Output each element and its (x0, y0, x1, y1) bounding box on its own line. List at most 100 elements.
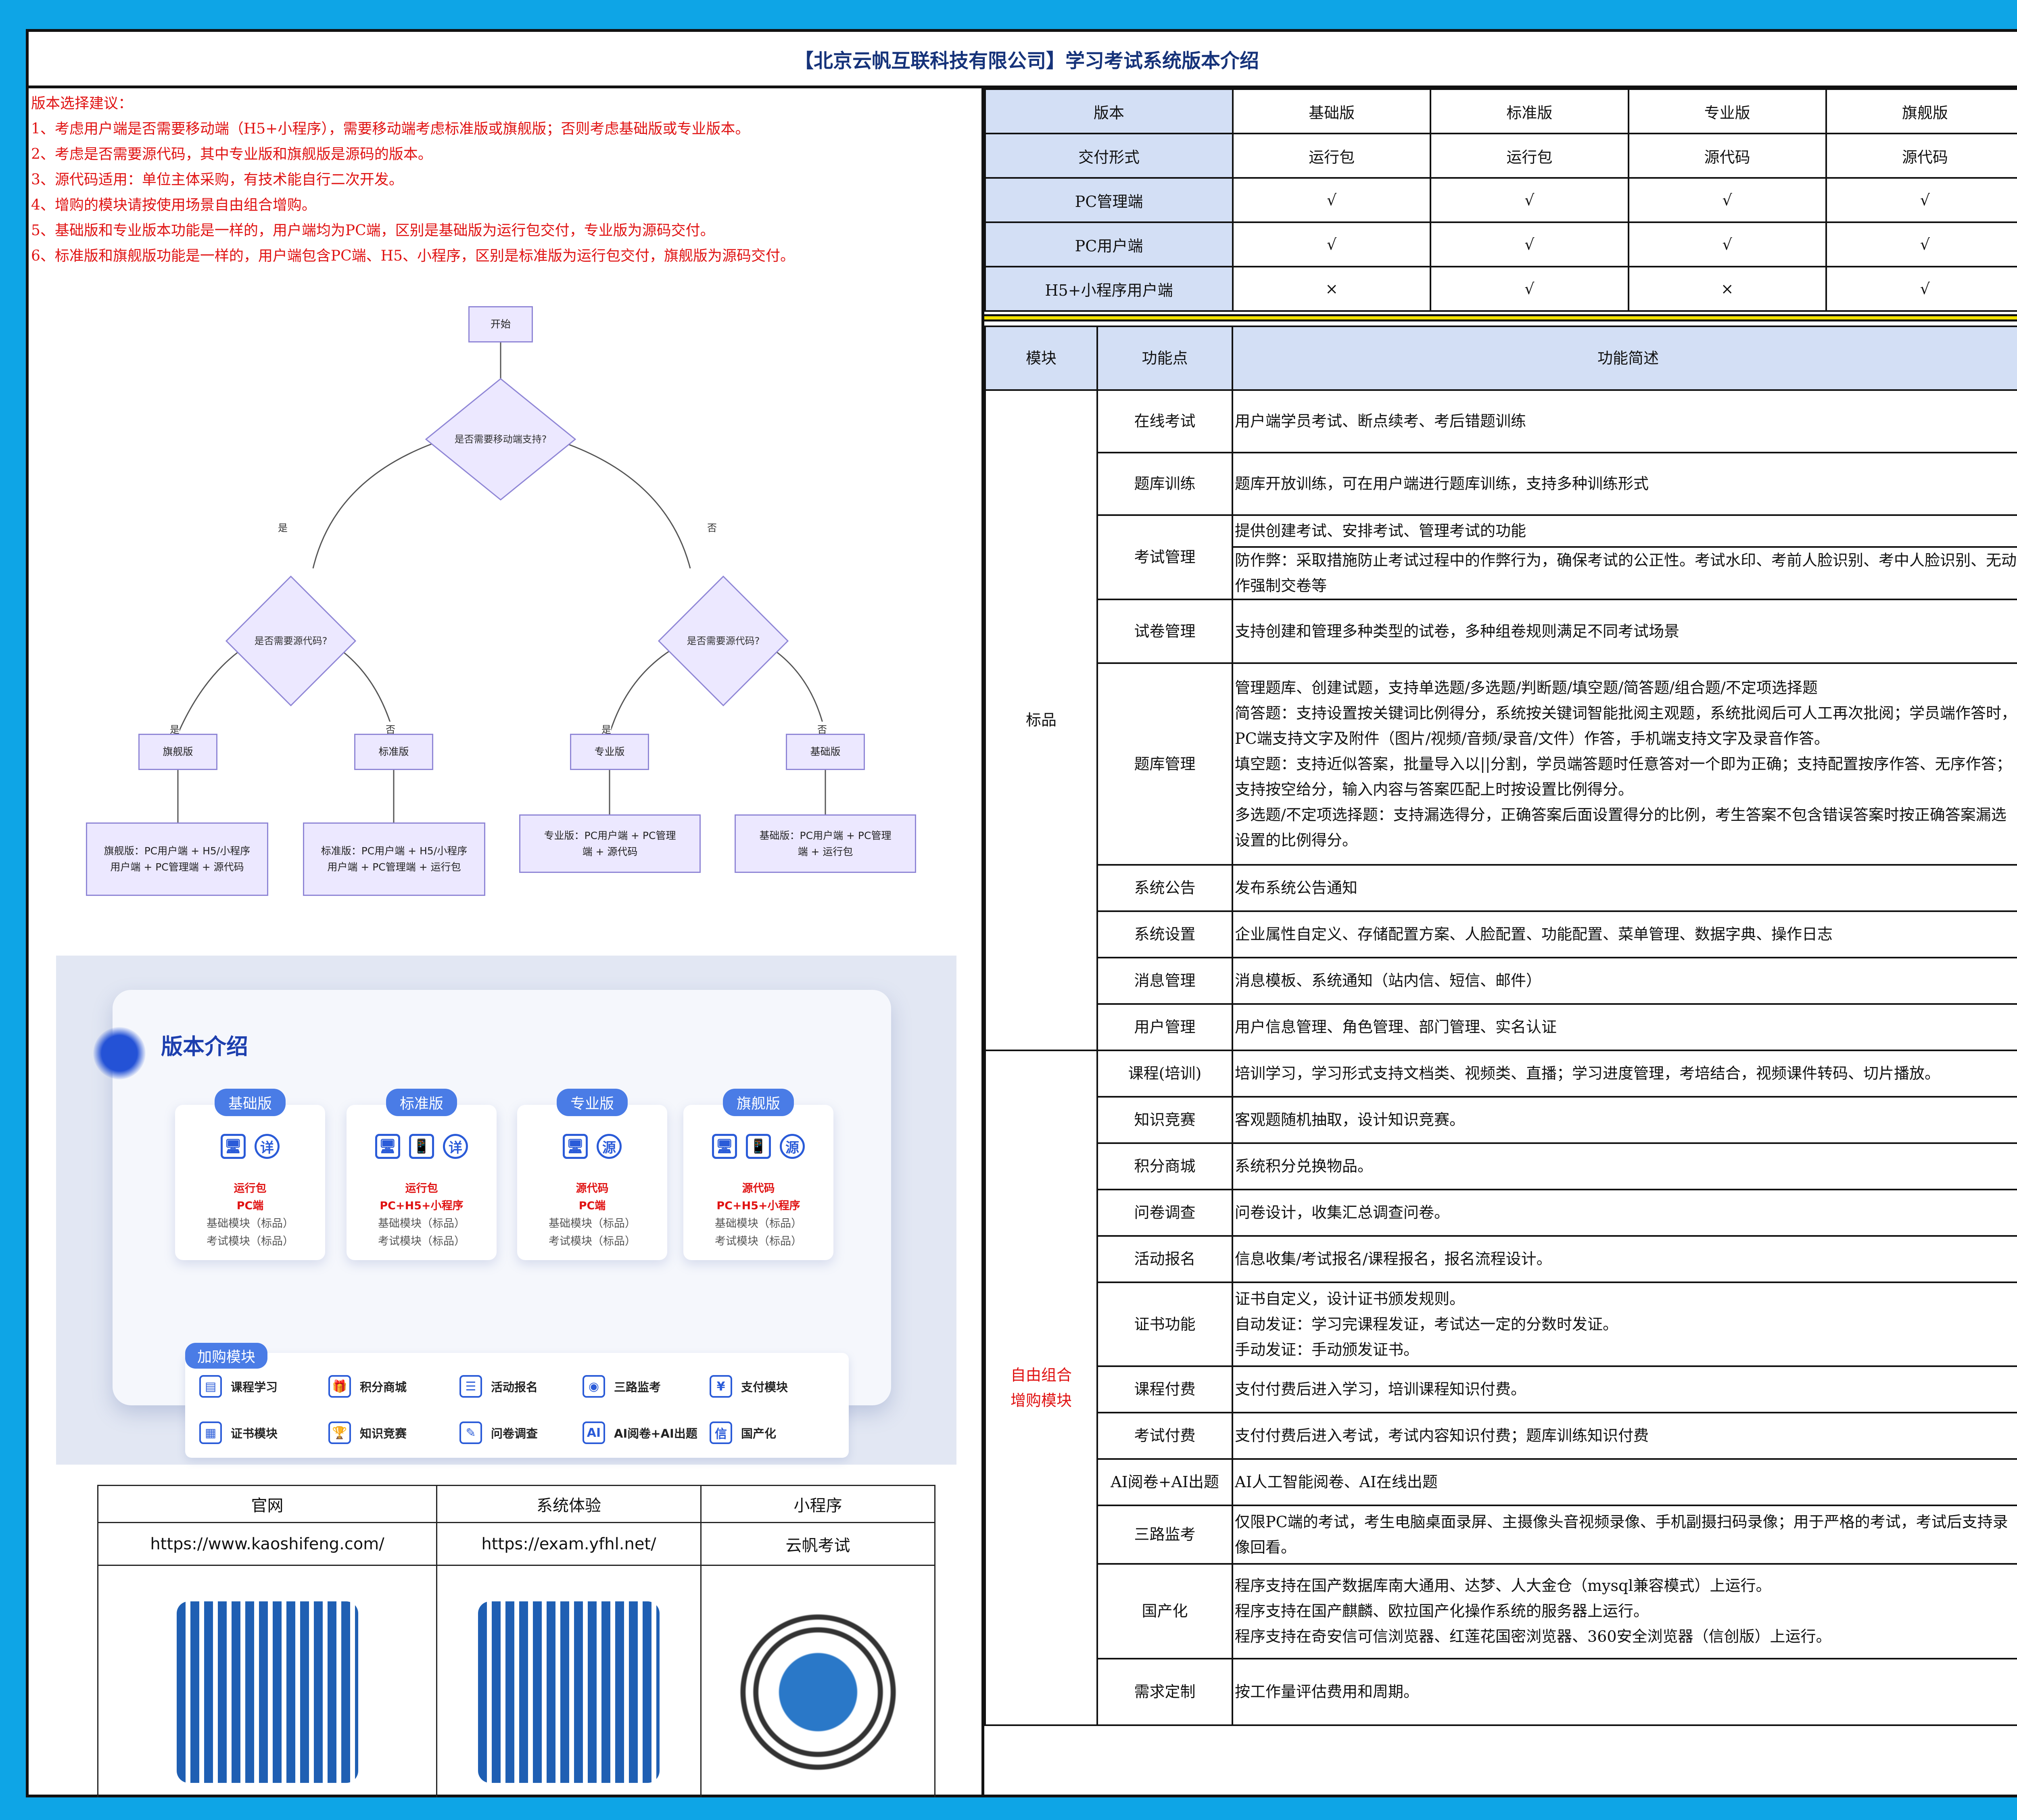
edition-delivery: 源代码 (576, 1182, 609, 1195)
certificate-icon: ▦ (199, 1421, 222, 1444)
addon-proctoring: ◉三路监考 (583, 1375, 661, 1398)
description-line: 按工作量评估费用和周期。 (1235, 1683, 1419, 1701)
advice-line: 2、考虑是否需要源代码，其中专业版和旗舰版是源码的版本。 (31, 146, 432, 163)
feature-row: 国产化程序支持在国产数据库南大通用、达梦、人大金仓（mysql兼容模式）上运行。… (985, 1563, 2017, 1659)
promo-card: 版本介绍 基础版 🖥详 运行包 PC端 基础模块（标品） 考试模块（标品） 标准… (93, 990, 891, 1405)
edition-module: 考试模块（标品） (378, 1235, 465, 1248)
description-line: 支持创建和管理多种类型的试卷，多种组卷规则满足不同考试场景 (1235, 622, 1680, 640)
website-qr-code[interactable] (176, 1601, 358, 1783)
flow-node-basic: 基础版 (786, 734, 865, 770)
description-line: 培训学习，学习形式支持文档类、视频类、直播；学习进度管理，考培结合，视频课件转码… (1235, 1064, 1940, 1082)
feature-row: 试卷管理支持创建和管理多种类型的试卷，多种组卷规则满足不同考试场景 (985, 599, 2017, 664)
promo-title: 版本介绍 (161, 1034, 248, 1059)
feature-point: 三路监考 (1096, 1505, 1233, 1565)
edition-module: 考试模块（标品） (207, 1235, 294, 1248)
feature-description: 支付付费后进入考试，考试内容知识付费；题库训练知识付费 (1232, 1412, 2017, 1460)
addon-localization: 信国产化 (710, 1421, 776, 1444)
miniprogram-code[interactable] (727, 1601, 909, 1783)
edition-client: PC端 (236, 1200, 264, 1212)
flow-node-professional: 专业版 (570, 734, 649, 770)
camera-icon: ◉ (583, 1375, 605, 1398)
demo-qr-code[interactable] (478, 1601, 660, 1783)
description-line: 客观题随机抽取，设计知识竞赛。 (1235, 1111, 1465, 1129)
addon-event-signup: ☰活动报名 (459, 1375, 538, 1398)
pencil-icon: ✎ (459, 1421, 482, 1444)
links-header-website: 官网 (97, 1485, 437, 1523)
feature-row: 问卷调查问卷设计，收集汇总调查问卷。 (985, 1189, 2017, 1237)
feature-row: 考试管理提供创建考试、安排考试、管理考试的功能 (985, 514, 2017, 600)
edition-client: PC端 (578, 1200, 606, 1212)
description-line: 支付付费后进入考试，考试内容知识付费；题库训练知识付费 (1235, 1427, 1649, 1444)
feature-point: 需求定制 (1096, 1658, 1233, 1726)
edition-module: 基础模块（标品） (207, 1217, 294, 1230)
feature-point: 积分商城 (1096, 1142, 1233, 1190)
edition-client: PC+H5+小程序 (380, 1200, 464, 1212)
feature-description: 问卷设计，收集汇总调查问卷。 (1232, 1189, 2017, 1237)
feature-description: 消息模板、系统通知（站内信、短信、邮件） (1232, 957, 2017, 1005)
column-divider (981, 88, 984, 1797)
addon-certificate: ▦证书模块 (199, 1421, 278, 1444)
ai-icon: AI (583, 1421, 605, 1444)
description-line: AI人工智能阅卷、AI在线出题 (1235, 1473, 1438, 1491)
version-header: 专业版 (1627, 88, 1827, 134)
version-header: 版本 (984, 88, 1234, 134)
monitor-icon: 🖥 (563, 1134, 588, 1159)
description-line: 消息模板、系统通知（站内信、短信、邮件） (1235, 972, 1542, 989)
feature-description: 客观题随机抽取，设计知识竞赛。 (1232, 1096, 2017, 1144)
feature-row: 知识竞赛客观题随机抽取，设计知识竞赛。 (985, 1096, 2017, 1144)
edition-module: 基础模块（标品） (549, 1217, 636, 1230)
edition-tag: 基础版 (214, 1089, 286, 1116)
feature-row: 题库管理管理题库、创建试题，支持单选题/多选题/判断题/填空题/简答题/组合题/… (985, 662, 2017, 866)
version-cell: √ (1232, 177, 1432, 223)
version-row-label: H5+小程序用户端 (984, 266, 1234, 312)
feature-point: 题库训练 (1096, 452, 1233, 516)
flow-label-yes: 是 (278, 520, 288, 534)
edition-module: 基础模块（标品） (715, 1217, 802, 1230)
feature-row: 用户管理用户信息管理、角色管理、部门管理、实名认证 (985, 1003, 2017, 1051)
edition-module: 考试模块（标品） (715, 1235, 802, 1248)
edition-tag: 专业版 (556, 1089, 628, 1116)
feature-point: 系统设置 (1096, 910, 1233, 958)
feature-point: AI阅卷+AI出题 (1096, 1458, 1233, 1506)
version-cell: √ (1627, 221, 1827, 267)
description-line: 问卷设计，收集汇总调查问卷。 (1235, 1204, 1450, 1221)
feature-description: 系统积分兑换物品。 (1232, 1142, 2017, 1190)
feature-row: 三路监考仅限PC端的考试，考生电脑桌面录屏、主摄像头音视频录像、手机副摄扫码录像… (985, 1505, 2017, 1565)
version-cell: √ (1825, 221, 2017, 267)
feature-description: 程序支持在国产数据库南大通用、达梦、人大金仓（mysql兼容模式）上运行。程序支… (1232, 1563, 2017, 1659)
version-header: 标准版 (1430, 88, 1629, 134)
phone-icon: 📱 (409, 1134, 434, 1159)
description-line: 题库开放训练，可在用户端进行题库训练，支持多种训练形式 (1235, 475, 1649, 493)
source-icon: 源 (780, 1134, 805, 1159)
monitor-icon: 🖥 (221, 1134, 246, 1159)
feature-point: 课程付费 (1096, 1365, 1233, 1413)
description-line: 自动发证：学习完课程发证，考试达一定的分数时发证。 (1235, 1315, 1618, 1333)
flowchart-edges (177, 342, 826, 822)
module-name: 自由组合 增购模块 (984, 1050, 1098, 1726)
demo-link[interactable]: https://exam.yfhl.net/ (436, 1522, 702, 1566)
addon-modules: 加购模块 ▤课程学习 🎁积分商城 ☰活动报名 ◉三路监考 ¥支付模块 ▦证书模块… (185, 1343, 849, 1458)
feature-description: 信息收集/考试报名/课程报名，报名流程设计。 (1232, 1235, 2017, 1283)
feature-description: 防作弊：采取措施防止考试过程中的作弊行为，确保考试的公正性。考试水印、考前人脸识… (1232, 546, 2017, 600)
payment-icon: ¥ (710, 1375, 732, 1398)
feature-point: 用户管理 (1096, 1003, 1233, 1051)
description-line: 多选题/不定项选择题：支持漏选得分，正确答案后面设置得分的比例，考生答案不包含错… (1235, 806, 2007, 849)
feature-description: 仅限PC端的考试，考生电脑桌面录屏、主摄像头音视频录像、手机副摄扫码录像；用于严… (1232, 1505, 2017, 1565)
version-cell: 运行包 (1232, 133, 1432, 179)
feature-header-desc: 功能简述 (1232, 326, 2017, 391)
feature-row: 系统公告发布系统公告通知 (985, 864, 2017, 912)
edition-delivery: 运行包 (234, 1182, 267, 1195)
feature-header-module: 模块 (984, 326, 1098, 391)
edition-card-flagship: 旗舰版 🖥📱源 源代码 PC+H5+小程序 基础模块（标品） 考试模块（标品） (683, 1089, 833, 1260)
flow-label-no: 否 (707, 520, 717, 534)
page-frame: 【北京云帆互联科技有限公司】学习考试系统版本介绍 版本选择建议： 1、考虑用户端… (26, 29, 2017, 1797)
flowchart: 开始 是否需要移动端支持? 是否需要源代码? 是否需要源代码? 是 否 是 否 … (29, 306, 981, 980)
feature-point: 国产化 (1096, 1563, 1233, 1659)
links-header-miniprogram: 小程序 (700, 1485, 935, 1523)
feature-row: 系统设置企业属性自定义、存储配置方案、人脸配置、功能配置、菜单管理、数据字典、操… (985, 910, 2017, 958)
feature-description: 用户端学员考试、断点续考、考后错题训练 (1232, 389, 2017, 453)
edition-card-basic: 基础版 🖥 详 运行包 PC端 基础模块（标品） 考试模块（标品） (175, 1089, 325, 1260)
website-link[interactable]: https://www.kaoshifeng.com/ (97, 1522, 437, 1566)
description-line: 程序支持在国产数据库南大通用、达梦、人大金仓（mysql兼容模式）上运行。 (1235, 1577, 1771, 1595)
detail-icon: 详 (255, 1134, 280, 1159)
